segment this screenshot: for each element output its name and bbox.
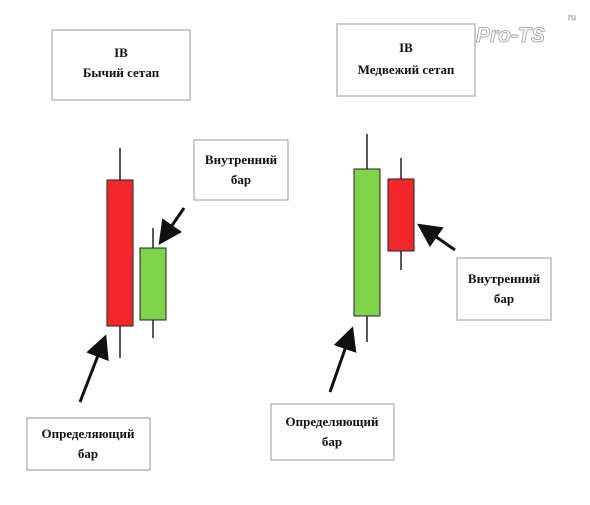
bearish-title: IB bbox=[399, 40, 413, 55]
bearish-mother-candle bbox=[353, 134, 381, 342]
bearish-inside-label-line1: Внутренний bbox=[468, 271, 541, 286]
bearish-mother-arrow bbox=[328, 326, 357, 393]
bearish-mother-body bbox=[353, 168, 381, 317]
bullish-subtitle: Бычий сетап bbox=[83, 65, 160, 80]
bullish-mother-label-line1: Определяющий bbox=[42, 426, 136, 441]
bullish-mother-label-box: Определяющий бар bbox=[26, 417, 151, 471]
bullish-mother-body bbox=[106, 179, 134, 327]
bearish-mother-label-line2: бар bbox=[322, 434, 342, 449]
bearish-title-box: IB Медвежий сетап bbox=[336, 23, 476, 97]
bearish-inside-body bbox=[387, 178, 415, 252]
bearish-setup: IB Медвежий сетап Внутренний бар Определ… bbox=[270, 23, 552, 461]
bullish-title-box: IB Бычий сетап bbox=[51, 29, 191, 101]
bearish-inside-label-box: Внутренний бар bbox=[456, 257, 552, 321]
bullish-mother-arrow bbox=[78, 334, 109, 403]
bearish-inside-label-line2: бар bbox=[494, 291, 514, 306]
watermark-logo: Pro-TS ru bbox=[476, 13, 577, 48]
watermark-suffix: ru bbox=[568, 13, 576, 22]
bullish-title: IB bbox=[114, 45, 128, 60]
bullish-inside-arrow bbox=[158, 207, 186, 245]
bearish-mother-label-line1: Определяющий bbox=[286, 414, 380, 429]
bullish-inside-label-line1: Внутренний bbox=[205, 152, 278, 167]
bullish-inside-candle bbox=[139, 228, 167, 338]
bearish-subtitle: Медвежий сетап bbox=[358, 62, 455, 77]
watermark-text: Pro-TS bbox=[476, 24, 545, 47]
bullish-mother-candle bbox=[106, 148, 134, 358]
bearish-inside-arrow bbox=[417, 223, 456, 252]
bearish-mother-label-box: Определяющий бар bbox=[270, 403, 395, 461]
bearish-inside-candle bbox=[387, 158, 415, 270]
bullish-inside-label-line2: бар bbox=[231, 172, 251, 187]
bullish-setup: IB Бычий сетап Внутренний бар Определяющ… bbox=[26, 29, 289, 471]
bullish-inside-label-box: Внутренний бар bbox=[193, 139, 289, 201]
bullish-mother-label-line2: бар bbox=[78, 446, 98, 461]
bullish-inside-body bbox=[139, 247, 167, 321]
